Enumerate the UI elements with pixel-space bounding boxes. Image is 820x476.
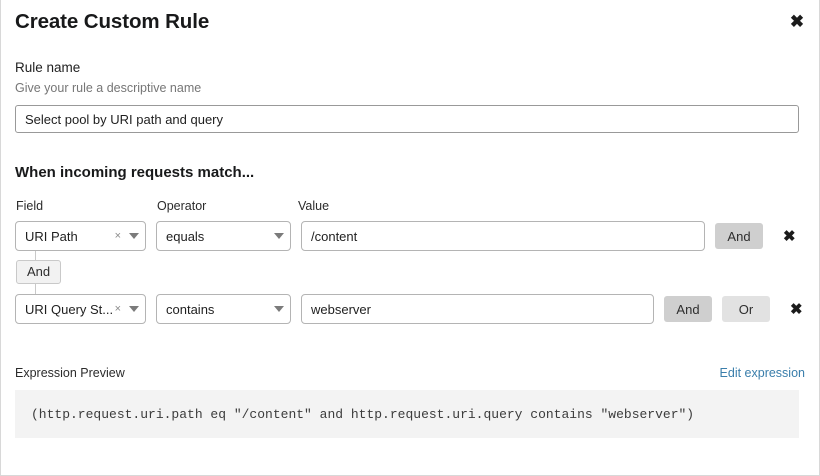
field-select-2-value: URI Query St...	[25, 301, 114, 317]
value-input-2[interactable]	[301, 294, 654, 324]
remove-row-2-icon[interactable]: ✖	[790, 300, 803, 318]
edit-expression-link[interactable]: Edit expression	[719, 366, 805, 380]
operator-select-1[interactable]: equals	[156, 221, 291, 251]
field-select-1[interactable]: URI Path ×	[15, 221, 146, 251]
row-connector: And	[16, 251, 105, 294]
expression-preview-code: (http.request.uri.path eq "/content" and…	[15, 390, 799, 438]
rule-name-label: Rule name	[15, 60, 81, 75]
expression-preview-header: Expression Preview Edit expression	[15, 366, 805, 380]
row-2-or-button[interactable]: Or	[722, 296, 770, 322]
page-title: Create Custom Rule	[15, 10, 210, 33]
chevron-down-icon-field-2[interactable]	[129, 306, 139, 312]
value-input-1[interactable]	[301, 221, 705, 251]
field-clear-icon-1[interactable]: ×	[114, 229, 121, 242]
chevron-down-icon-field-1[interactable]	[129, 233, 139, 239]
column-header-value: Value	[298, 199, 330, 213]
expression-preview-label: Expression Preview	[15, 366, 125, 380]
rule-name-help-text: Give your rule a descriptive name	[15, 81, 202, 95]
remove-row-1-icon[interactable]: ✖	[783, 227, 796, 245]
condition-column-headers: Field Operator Value	[15, 199, 805, 217]
row-2-and-button[interactable]: And	[664, 296, 712, 322]
conditions-heading: When incoming requests match...	[15, 164, 255, 181]
operator-select-1-value: equals	[166, 228, 205, 244]
row-1-and-button[interactable]: And	[715, 223, 763, 249]
chevron-down-icon-operator-2[interactable]	[274, 306, 284, 312]
field-select-2[interactable]: URI Query St... ×	[15, 294, 146, 324]
field-select-1-value: URI Path	[25, 228, 78, 244]
column-header-operator: Operator	[157, 199, 207, 213]
condition-row-2: URI Query St... × contains And Or ✖	[15, 294, 805, 324]
chevron-down-icon-operator-1[interactable]	[274, 233, 284, 239]
condition-rows: URI Path × equals And ✖ And URI Query St…	[15, 221, 805, 324]
close-icon[interactable]: ✖	[789, 11, 805, 31]
operator-select-2-value: contains	[166, 301, 215, 317]
column-header-field: Field	[16, 199, 44, 213]
rule-name-input[interactable]	[15, 105, 799, 133]
field-clear-icon-2[interactable]: ×	[114, 302, 121, 315]
operator-select-2[interactable]: contains	[156, 294, 291, 324]
dialog-header: Create Custom Rule ✖	[15, 0, 805, 35]
connector-and-button[interactable]: And	[16, 260, 62, 284]
condition-row-1: URI Path × equals And ✖	[15, 221, 805, 251]
